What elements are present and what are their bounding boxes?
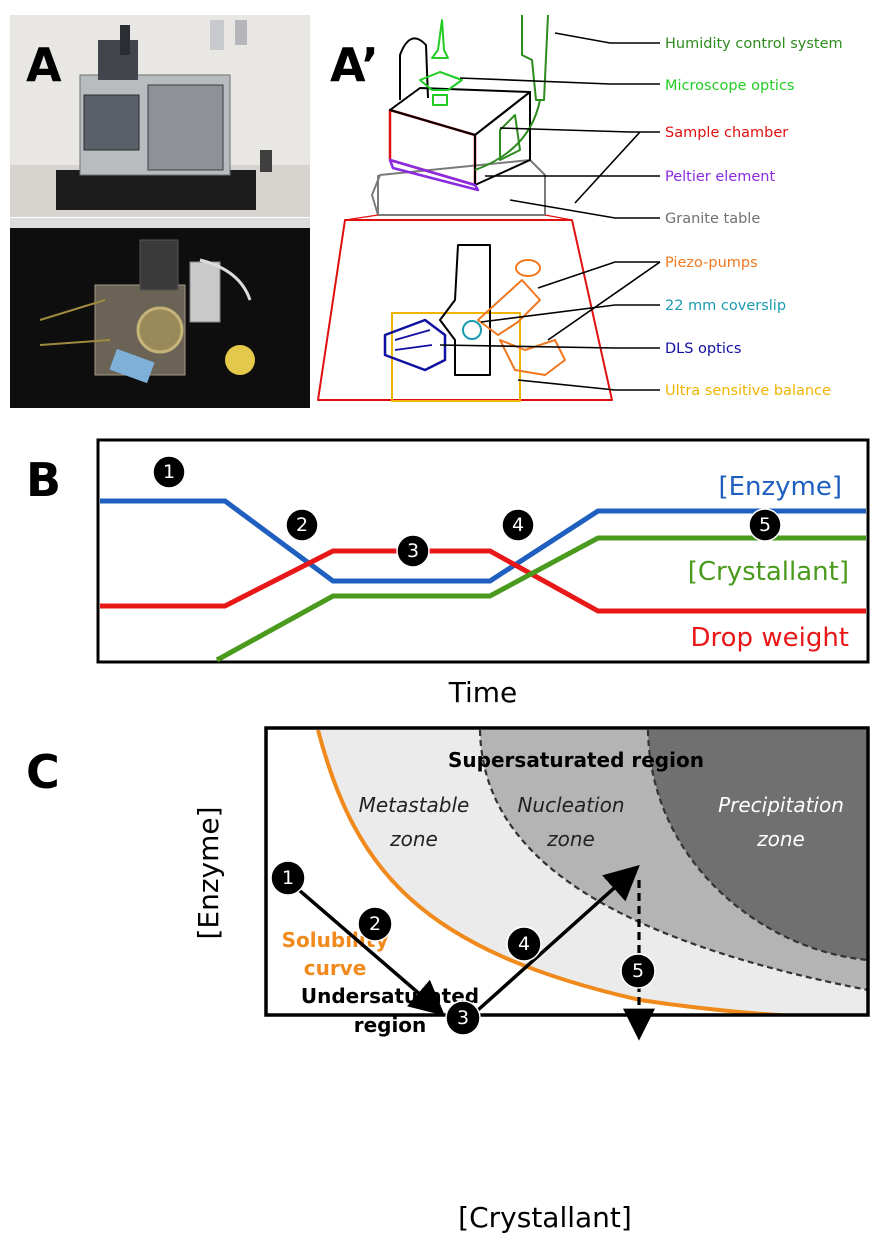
- precipitation-zone-label-2: zone: [756, 827, 805, 851]
- arrow-step-1-to-3: [290, 882, 445, 1016]
- component-labels: Humidity control system Microscope optic…: [665, 36, 843, 399]
- panel-c-y-axis-label: [Enzyme]: [192, 806, 225, 939]
- precipitation-boundary: [646, 730, 868, 962]
- label-sample-chamber: Sample chamber: [665, 125, 788, 141]
- supersaturated-region-label: Supersaturated region: [448, 748, 704, 772]
- metastable-zone-label-2: zone: [389, 827, 438, 851]
- series-label-drop-weight: Drop weight: [691, 623, 849, 653]
- precipitation-zone: [648, 730, 868, 960]
- series-label-enzyme: [Enzyme]: [718, 472, 842, 502]
- svg-text:5: 5: [759, 514, 771, 536]
- label-peltier-element: Peltier element: [665, 169, 775, 185]
- solubility-curve-label-2: curve: [304, 956, 367, 980]
- svg-text:2: 2: [369, 913, 381, 935]
- label-granite-table: Granite table: [665, 211, 760, 227]
- series-crystallant-line: [215, 535, 866, 663]
- leader-lines: [439, 32, 661, 391]
- step-badge-c-2: 2: [357, 906, 393, 942]
- step-badge-b-1: 1: [152, 455, 186, 489]
- step-badge-c-1: 1: [270, 860, 306, 896]
- panel-label-b: B: [26, 453, 61, 507]
- panel-label-a-prime: A’: [330, 38, 379, 92]
- panel-b-x-axis-label: Time: [448, 676, 518, 709]
- step-badge-b-3: 3: [396, 534, 430, 568]
- series-enzyme-line: [100, 498, 866, 584]
- undersaturated-region-label-1: Undersaturated: [301, 984, 479, 1008]
- svg-text:2: 2: [296, 514, 308, 536]
- step-badge-c-4: 4: [506, 926, 542, 962]
- svg-text:3: 3: [407, 540, 419, 562]
- schematic-drawing: [317, 14, 613, 402]
- label-humidity-control-system: Humidity control system: [665, 36, 843, 52]
- svg-text:3: 3: [457, 1007, 469, 1029]
- panel-label-a: A: [26, 38, 62, 92]
- label-microscope-optics: Microscope optics: [665, 78, 794, 94]
- panel-c-x-axis-label: [Crystallant]: [458, 1201, 632, 1234]
- label-piezo-pumps: Piezo-pumps: [665, 255, 758, 271]
- svg-text:1: 1: [282, 867, 294, 889]
- label-ultra-sensitive-balance: Ultra sensitive balance: [665, 383, 831, 399]
- step-badge-c-5: 5: [620, 953, 656, 989]
- step-badge-c-3: 3: [445, 1000, 481, 1036]
- step-badge-b-4: 4: [501, 508, 535, 542]
- series-label-crystallant: [Crystallant]: [688, 557, 849, 587]
- arrow-step-3-to-4: [476, 864, 640, 1012]
- step-badge-b-5: 5: [748, 508, 782, 542]
- precipitation-zone-label-1: Precipitation: [718, 793, 844, 817]
- panel-c-frame: [264, 726, 870, 1017]
- nucleation-zone-label-2: zone: [546, 827, 595, 851]
- nucleation-boundary: [478, 730, 868, 992]
- panel-a-photo-bottom: [10, 218, 310, 408]
- solubility-curve: [316, 730, 817, 1015]
- svg-text:4: 4: [518, 933, 530, 955]
- label-dls-optics: DLS optics: [665, 341, 741, 357]
- nucleation-zone-label-1: Nucleation: [517, 793, 624, 817]
- svg-text:5: 5: [632, 960, 644, 982]
- panel-b-plot: [Enzyme] [Crystallant] Drop weight 1 2 3…: [96, 438, 870, 664]
- panel-c-plot: Supersaturated region Metastable zone Nu…: [264, 726, 870, 1041]
- metastable-zone-label-1: Metastable: [359, 793, 470, 817]
- label-coverslip: 22 mm coverslip: [665, 298, 786, 314]
- svg-text:1: 1: [163, 461, 175, 483]
- svg-text:4: 4: [512, 514, 524, 536]
- step-badge-b-2: 2: [285, 508, 319, 542]
- undersaturated-region-label-2: region: [354, 1013, 427, 1037]
- panel-a-photo-top: [10, 15, 310, 217]
- panel-label-c: C: [26, 745, 60, 799]
